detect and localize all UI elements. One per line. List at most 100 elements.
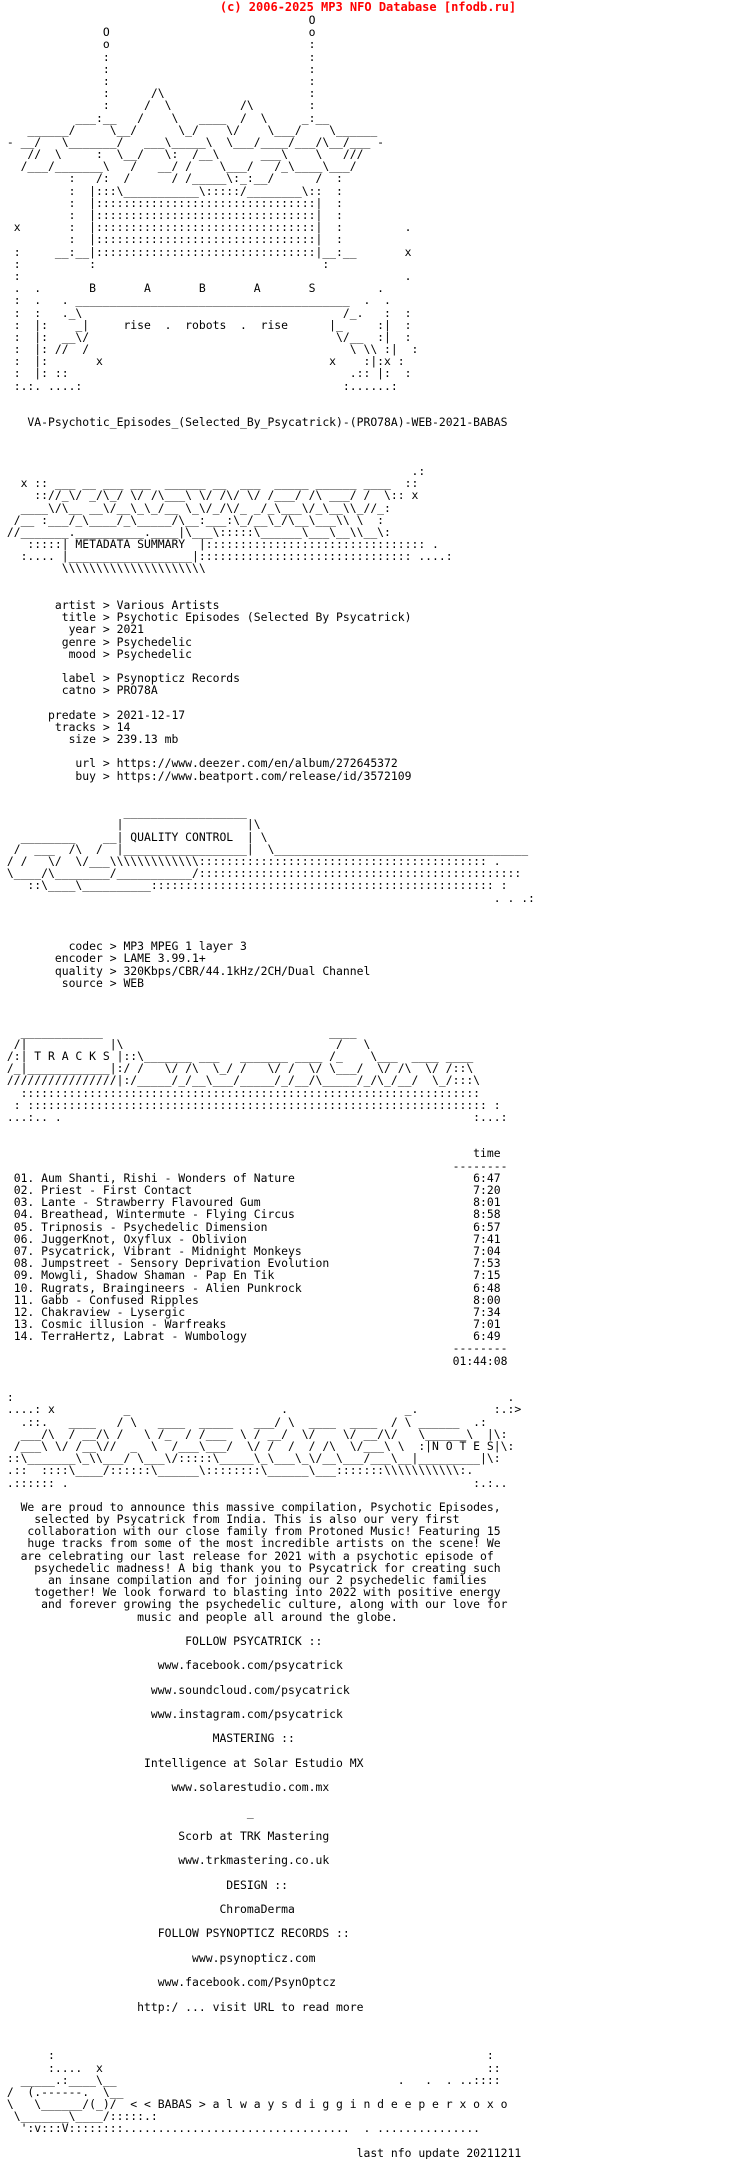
nfo-line [0, 782, 736, 794]
nfo-line: . . .: [0, 890, 535, 905]
nfo-line: - __/ \_______/ ___\_____\ \___/____/___… [0, 134, 385, 149]
nfo-line: -------- [0, 1158, 508, 1173]
nfo-line: : : ._\ /_. : : [0, 305, 412, 320]
nfo-line: : / \ /\ : [0, 98, 316, 113]
nfo-line: www.soundcloud.com/psycatrick [0, 1682, 350, 1697]
nfo-line: // \ : \__/ \: /__\ ___\ \ /// [0, 147, 364, 162]
nfo-line: /:| T R A C K S |::\_______ ___ _______ … [0, 1048, 474, 1063]
nfo-line: :.... x :: [0, 2060, 501, 2075]
nfo-line: quality > 320Kbps/CBR/44.1kHz/2CH/Dual C… [0, 963, 371, 978]
nfo-line: : /: / / /_____\:_:__/ / : [0, 171, 343, 186]
nfo-line: http:/ ... visit URL to read more [0, 1999, 364, 2014]
nfo-line: \_______\____/:::::.: [0, 2109, 158, 2124]
nfo-line: : |: _| rise . robots . rise |_ :| : [0, 317, 412, 332]
nfo-line [0, 2135, 736, 2147]
nfo-line: 05. Tripnosis - Psychedelic Dimension 6:… [0, 1219, 501, 1234]
nfo-line [0, 1672, 736, 1684]
nfo-line: We are proud to announce this massive co… [0, 1499, 501, 1514]
nfo-line: an insane compilation and for joining ou… [0, 1573, 487, 1587]
nfo-line: / / \/ \/___\\\\\\\\\\\\\:::::::::::::::… [0, 853, 501, 868]
nfo-line [0, 1988, 736, 2000]
nfo-line: url > https://www.deezer.com/en/album/27… [0, 756, 398, 771]
nfo-line: and forever growing the psychedelic cult… [0, 1597, 508, 1612]
nfo-line: www.solarestudio.com.mx [0, 1780, 330, 1795]
nfo-line: buy > https://www.beatport.com/release/i… [0, 768, 412, 783]
nfo-line: :.... |__________________|::::::::::::::… [0, 549, 453, 564]
nfo-line [0, 904, 736, 916]
nfo-line: : |:::\___________\:::::/________\:: : [0, 183, 343, 198]
nfo-line: : : : [0, 256, 330, 271]
nfo-line: : ::::::::::::::::::::::::::::::::::::::… [0, 1097, 501, 1112]
nfo-line: 13. Cosmic illusion - Warfreaks 7:01 [0, 1317, 501, 1332]
nfo-line: : . [0, 1390, 515, 1405]
nfo-line: ....: x _ . _. :.:> [0, 1402, 522, 1417]
nfo-line [0, 428, 736, 440]
nfo-line [0, 1745, 736, 1757]
nfo-line: 08. Jumpstreet - Sensory Deprivation Evo… [0, 1256, 501, 1271]
nfo-line: ////////////////|:/_____/_/__\___/_____/… [0, 1073, 481, 1088]
nfo-line: psychedelic madness! A big thank you to … [0, 1560, 501, 1575]
nfo-line: : : [0, 49, 316, 64]
nfo-line: : |: x x :|:x : [0, 354, 405, 369]
nfo-line: www.trkmastering.co.uk [0, 1853, 330, 1868]
nfo-line: collaboration with our close family from… [0, 1524, 501, 1539]
nfo-line: :://_\/ _/\_/ \/ /\___\ \/ /\/ \/ /___/ … [0, 488, 419, 503]
nfo-line: FOLLOW PSYNOPTICZ RECORDS :: [0, 1926, 350, 1941]
nfo-line: are celebrating our last release for 202… [0, 1548, 494, 1563]
nfo-line: ChromaDerma [0, 1902, 295, 1917]
nfo-text-block: O O o o : : : : : [0, 14, 736, 2159]
nfo-line: : |::::::::::::::::::::::::::::::::| : [0, 232, 343, 247]
nfo-line [0, 1793, 736, 1805]
nfo-line: year > 2021 [0, 622, 145, 637]
nfo-line: genre > Psychedelic [0, 634, 193, 649]
nfo-line: 01:44:08 [0, 1353, 508, 1368]
nfo-line: 09. Mowgli, Shadow Shaman - Pap En Tik 7… [0, 1268, 501, 1283]
nfo-line: x : |::::::::::::::::::::::::::::::::| :… [0, 220, 412, 235]
nfo-line: ___:__ / \ ____ / \ _:__ [0, 110, 330, 125]
nfo-line [0, 697, 736, 709]
nfo-line [0, 2013, 736, 2025]
nfo-line [0, 575, 736, 587]
nfo-line [0, 392, 736, 404]
nfo-line: :::::| METADATA SUMMARY |:::::::::::::::… [0, 537, 439, 552]
nfo-line: : : [0, 2048, 494, 2063]
nfo-line: .:::::: . :.:.. [0, 1475, 508, 1490]
nfo-line: : |: // / \ \\ :| : [0, 342, 419, 357]
nfo-line [0, 1013, 736, 1025]
nfo-line: : : [0, 61, 316, 76]
nfo-line: : : [0, 73, 316, 88]
nfo-line: : |: :: .:: |: : [0, 366, 412, 381]
nfo-line: //_______.__________.____|\___\:::::\___… [0, 524, 391, 539]
nfo-line: 11. Gabb - Confused Ripples 8:00 [0, 1292, 501, 1307]
nfo-line: 10. Rugrats, Braingineers - Alien Punkro… [0, 1280, 501, 1295]
nfo-line: 14. TerraHertz, Labrat - Wumbology 6:49 [0, 1329, 501, 1344]
nfo-line: 12. Chakraview - Lysergic 7:34 [0, 1304, 501, 1319]
nfo-line: label > Psynopticz Records [0, 671, 241, 686]
nfo-line: together! We look forward to blasting in… [0, 1585, 501, 1600]
nfo-line: music and people all around the globe. [0, 1609, 398, 1624]
nfo-line: : /\ : [0, 86, 316, 101]
nfo-line: 06. JuggerKnot, Oxyflux - Oblivion 7:41 [0, 1231, 501, 1246]
nfo-line: \\\\\\\\\\\\\\\\\\\\\ [0, 561, 206, 576]
nfo-line: predate > 2021-12-17 [0, 707, 186, 722]
nfo-line: : . [0, 268, 412, 283]
nfo-line [0, 1940, 736, 1952]
nfo-line: Scorb at TRK Mastering [0, 1828, 330, 1843]
nfo-line: : |::::::::::::::::::::::::::::::::| : [0, 208, 343, 222]
nfo-line: \____/\________/___________/::::::::::::… [0, 866, 522, 881]
nfo-line: 02. Priest - First Contact 7:20 [0, 1183, 501, 1197]
nfo-line: 04. Breathead, Wintermute - Flying Circu… [0, 1207, 501, 1222]
nfo-line: : |: __\/ \/__ :| : [0, 329, 412, 344]
nfo-line [0, 1123, 736, 1135]
nfo-line: /___/_______\ / __/ / \___/ /_\____\___/ [0, 159, 357, 174]
nfo-line: 07. Psycatrick, Vibrant - Midnight Monke… [0, 1243, 501, 1258]
nfo-line [0, 1367, 736, 1379]
nfo-line: :.:. ....: :......: [0, 378, 398, 393]
nfo-line: : __:__|::::::::::::::::::::::::::::::::… [0, 244, 412, 259]
nfo-line [0, 916, 736, 928]
nfo-line: catno > PRO78A [0, 683, 158, 698]
nfo-line: ::::::::::::::::::::::::::::::::::::::::… [0, 1085, 481, 1100]
nfo-line: MASTERING :: [0, 1731, 295, 1746]
nfo-line: /__ :___/_\____/_\_____/\__:___:\_/__\_/… [0, 512, 385, 527]
nfo-line: www.psynopticz.com [0, 1950, 316, 1965]
